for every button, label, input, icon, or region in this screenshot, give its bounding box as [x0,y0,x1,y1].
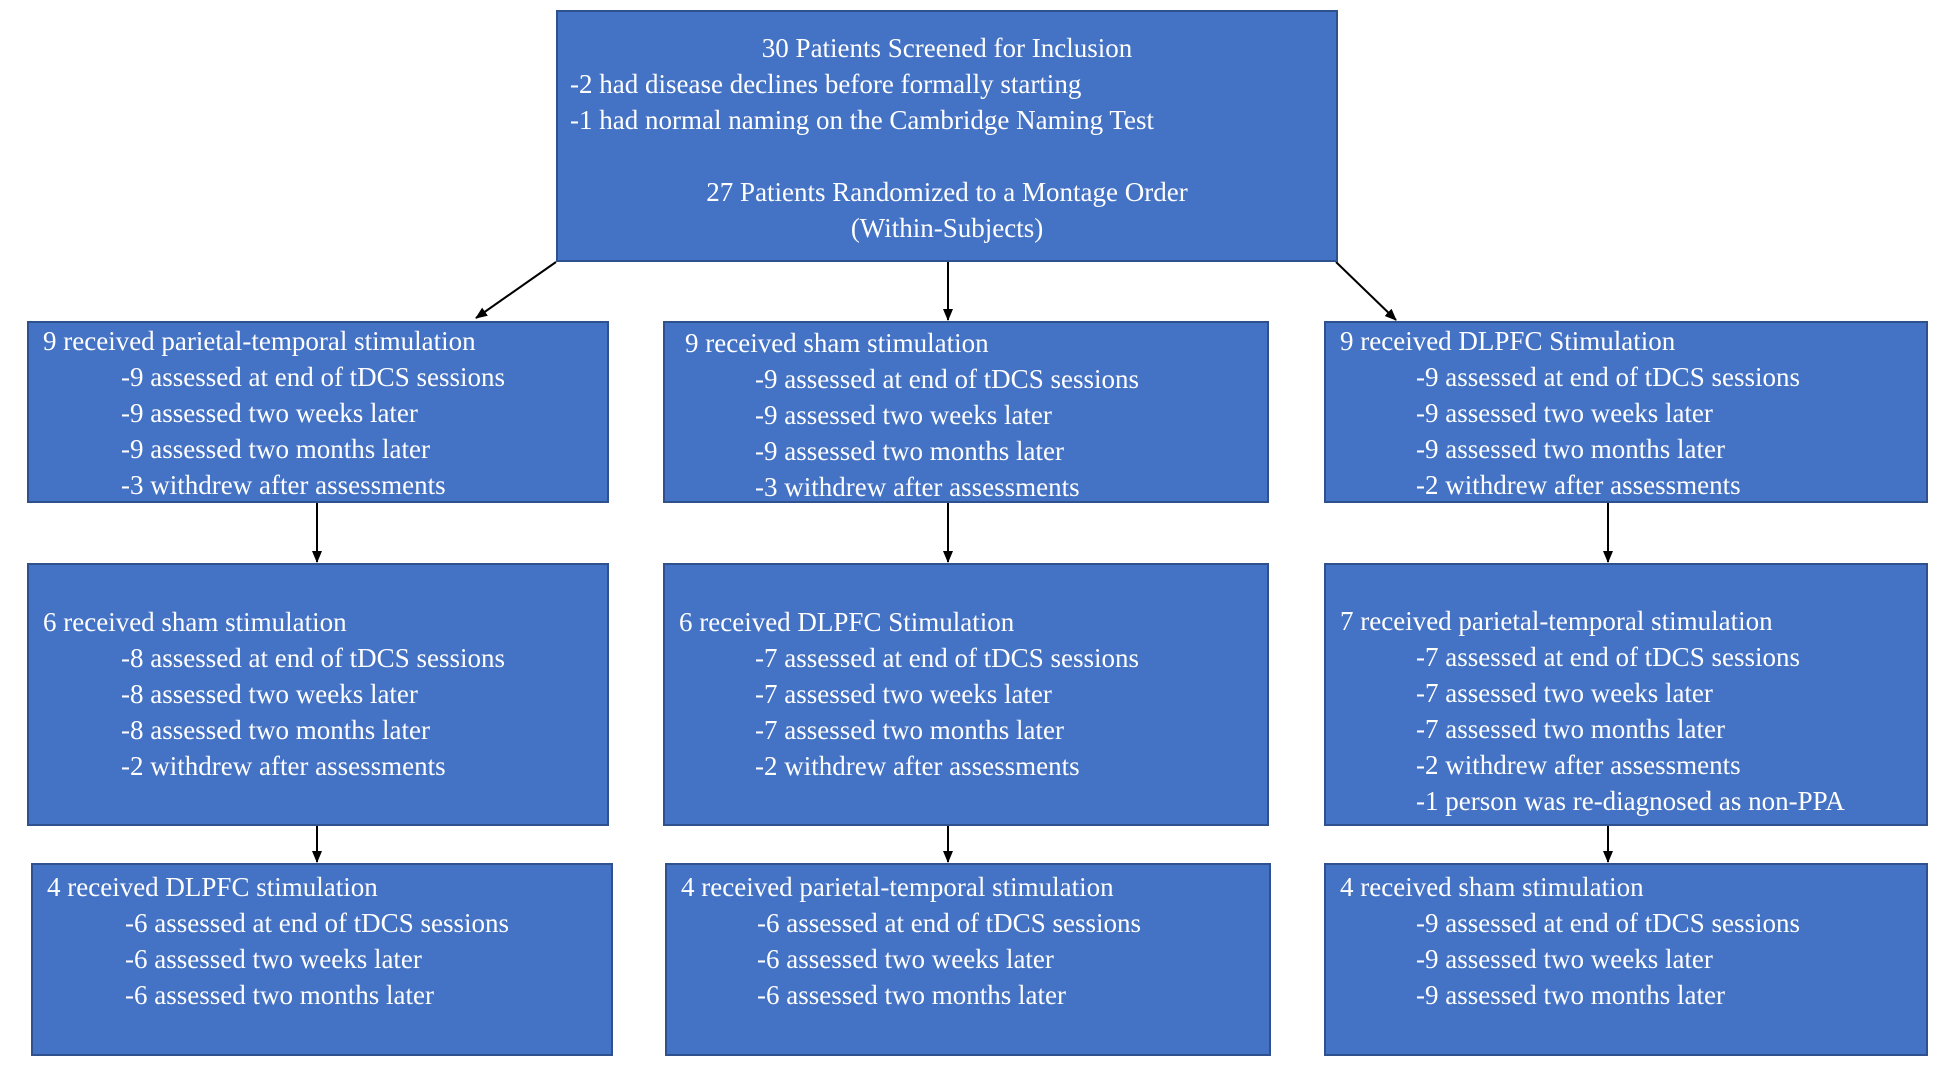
stage-header: 9 received DLPFC Stimulation [1340,326,1676,356]
stage-item: -9 assessed at end of tDCS sessions [755,364,1139,394]
stage-item: -8 assessed at end of tDCS sessions [121,643,505,673]
stage-item: -7 assessed two months later [1416,714,1725,744]
stage-item: -9 assessed two months later [121,434,430,464]
stage-header: 4 received DLPFC stimulation [47,872,378,902]
stage-item: -6 assessed at end of tDCS sessions [757,908,1141,938]
col3-stage3-box: 4 received sham stimulation -9 assessed … [1324,863,1928,1056]
design-text: (Within-Subjects) [850,213,1044,243]
stage-item: -7 assessed two months later [755,715,1064,745]
stage-header: 9 received sham stimulation [685,328,989,358]
screening-exclusion: -2 had disease declines before formally … [570,69,1082,99]
stage-item: -8 assessed two weeks later [121,679,418,709]
stage-item: -9 assessed two weeks later [121,398,418,428]
stage-item: -2 withdrew after assessments [121,751,446,781]
stage-header: 4 received parietal-temporal stimulation [681,872,1114,902]
stage-item: -2 withdrew after assessments [755,751,1080,781]
stage-item: -9 assessed at end of tDCS sessions [1416,362,1800,392]
arrow-screening-to-col3 [1335,261,1397,321]
col2-stage3-box: 4 received parietal-temporal stimulation… [665,863,1271,1056]
stage-item: -3 withdrew after assessments [121,470,446,500]
stage-item: -9 assessed two weeks later [755,400,1052,430]
stage-item: -9 assessed two weeks later [1416,944,1713,974]
screening-title: 30 Patients Screened for Inclusion [761,33,1133,63]
screening-box: 30 Patients Screened for Inclusion -2 ha… [556,10,1338,262]
stage-item: -7 assessed two weeks later [755,679,1052,709]
stage-item: -9 assessed two months later [755,436,1064,466]
stage-header: 7 received parietal-temporal stimulation [1340,606,1773,636]
stage-item: -9 assessed two months later [1416,980,1725,1010]
stage-item: -9 assessed at end of tDCS sessions [121,362,505,392]
stage-header: 6 received sham stimulation [43,607,347,637]
stage-item: -2 withdrew after assessments [1416,750,1741,780]
stage-item: -1 person was re-diagnosed as non-PPA [1416,786,1845,816]
randomized-text: 27 Patients Randomized to a Montage Orde… [706,177,1188,207]
col1-stage2-box: 6 received sham stimulation -8 assessed … [27,563,609,826]
stage-item: -7 assessed at end of tDCS sessions [755,643,1139,673]
col2-stage2-box: 6 received DLPFC Stimulation -7 assessed… [663,563,1269,826]
stage-item: -9 assessed two months later [1416,434,1725,464]
stage-header: 4 received sham stimulation [1340,872,1644,902]
stage-item: -9 assessed at end of tDCS sessions [1416,908,1800,938]
stage-item: -9 assessed two weeks later [1416,398,1713,428]
stage-item: -6 assessed two weeks later [757,944,1054,974]
arrow-screening-to-col1 [475,261,557,319]
col3-stage1-box: 9 received DLPFC Stimulation -9 assessed… [1324,321,1928,503]
stage-item: -3 withdrew after assessments [755,472,1080,502]
col2-stage1-box: 9 received sham stimulation -9 assessed … [663,321,1269,503]
stage-item: -6 assessed two months later [757,980,1066,1010]
col1-stage3-box: 4 received DLPFC stimulation -6 assessed… [31,863,613,1056]
stage-header: 9 received parietal-temporal stimulation [43,326,476,356]
col3-stage2-box: 7 received parietal-temporal stimulation… [1324,563,1928,826]
stage-header: 6 received DLPFC Stimulation [679,607,1015,637]
stage-item: -2 withdrew after assessments [1416,470,1741,500]
stage-item: -7 assessed two weeks later [1416,678,1713,708]
stage-item: -6 assessed two weeks later [125,944,422,974]
stage-item: -6 assessed two months later [125,980,434,1010]
stage-item: -8 assessed two months later [121,715,430,745]
stage-item: -7 assessed at end of tDCS sessions [1416,642,1800,672]
screening-exclusion: -1 had normal naming on the Cambridge Na… [570,105,1154,135]
col1-stage1-box: 9 received parietal-temporal stimulation… [27,321,609,503]
stage-item: -6 assessed at end of tDCS sessions [125,908,509,938]
